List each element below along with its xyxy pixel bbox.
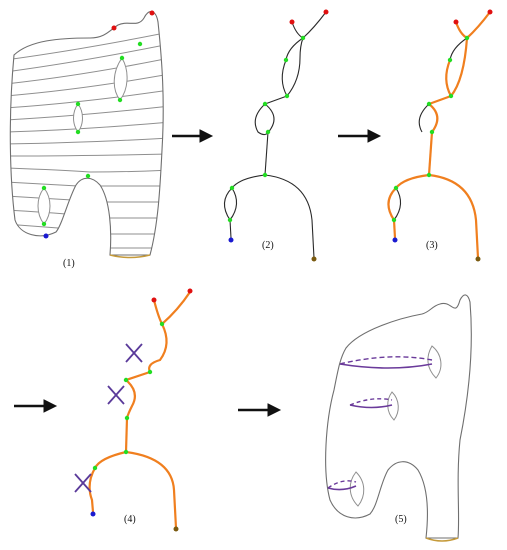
- max-point: [149, 10, 155, 16]
- cut-mark-icon: [125, 343, 143, 363]
- critical-point: [429, 129, 435, 135]
- critical-point: [262, 172, 268, 178]
- critical-point: [391, 217, 397, 223]
- min-point: [392, 237, 398, 243]
- critical-point: [137, 41, 143, 47]
- critical-point: [75, 101, 81, 107]
- hole-3: [349, 471, 365, 507]
- max-point: [151, 297, 157, 303]
- critical-point: [262, 101, 268, 107]
- critical-point: [464, 35, 470, 41]
- critical-point: [123, 449, 129, 455]
- slice-lines: [10, 31, 164, 249]
- surface-outline: [325, 294, 472, 539]
- critical-point: [117, 97, 123, 103]
- cut-loop: [327, 480, 357, 489]
- panel-5: (5): [325, 294, 472, 542]
- critical-point: [300, 35, 306, 41]
- critical-point: [75, 129, 81, 135]
- min-point: [228, 237, 234, 243]
- boundary-point: [475, 256, 481, 262]
- hole-2: [73, 103, 83, 133]
- critical-point: [283, 57, 289, 63]
- min-point: [90, 511, 96, 517]
- critical-point: [448, 93, 454, 99]
- panel-label: (4): [124, 514, 136, 525]
- max-point: [187, 288, 193, 294]
- max-point: [111, 25, 117, 31]
- max-point: [487, 9, 493, 15]
- critical-point: [123, 377, 129, 383]
- critical-point: [426, 101, 432, 107]
- critical-point: [229, 185, 235, 191]
- panel-label: (3): [426, 240, 438, 251]
- critical-point: [159, 321, 165, 327]
- critical-point: [147, 369, 153, 375]
- critical-point: [393, 185, 399, 191]
- cut-loop: [327, 485, 357, 491]
- cut-loop: [349, 404, 393, 409]
- cut-loop: [339, 356, 433, 365]
- critical-point: [227, 217, 233, 223]
- min-point: [43, 233, 49, 239]
- hole-3: [37, 187, 51, 225]
- hole-1: [113, 57, 128, 101]
- critical-point: [92, 465, 98, 471]
- critical-point: [265, 129, 271, 135]
- panel-label: (1): [63, 258, 75, 269]
- bottom-boundary: [425, 537, 459, 542]
- hole-1: [427, 345, 442, 379]
- surface-outline: [9, 11, 164, 256]
- critical-point: [447, 57, 453, 63]
- cut-loop: [349, 398, 393, 406]
- critical-point: [41, 221, 47, 227]
- max-point: [323, 9, 329, 15]
- panel-3: (3): [387, 9, 493, 262]
- max-point: [453, 19, 459, 25]
- critical-point: [119, 55, 125, 61]
- bottom-boundary: [109, 254, 151, 259]
- critical-point: [85, 173, 91, 179]
- panel-2: (2): [223, 9, 329, 262]
- arrow-1-to-2: [172, 129, 214, 143]
- critical-point: [41, 185, 47, 191]
- panel-4: (4): [74, 288, 193, 532]
- hole-2: [387, 391, 399, 421]
- arrow-4-to-5: [238, 403, 282, 417]
- critical-point: [124, 415, 130, 421]
- cut-mark-icon: [107, 385, 125, 405]
- cut-mark-icon: [74, 473, 92, 493]
- panel-label: (2): [262, 240, 274, 251]
- max-point: [289, 19, 295, 25]
- cut-loop: [339, 363, 433, 369]
- critical-point: [284, 93, 290, 99]
- critical-point: [426, 172, 432, 178]
- panel-label: (5): [395, 514, 407, 525]
- panel-1: (1): [9, 10, 164, 269]
- arrow-2-to-3: [338, 129, 382, 143]
- boundary-point: [311, 256, 317, 262]
- arrow-3-to-4: [14, 399, 58, 413]
- boundary-point: [173, 526, 179, 532]
